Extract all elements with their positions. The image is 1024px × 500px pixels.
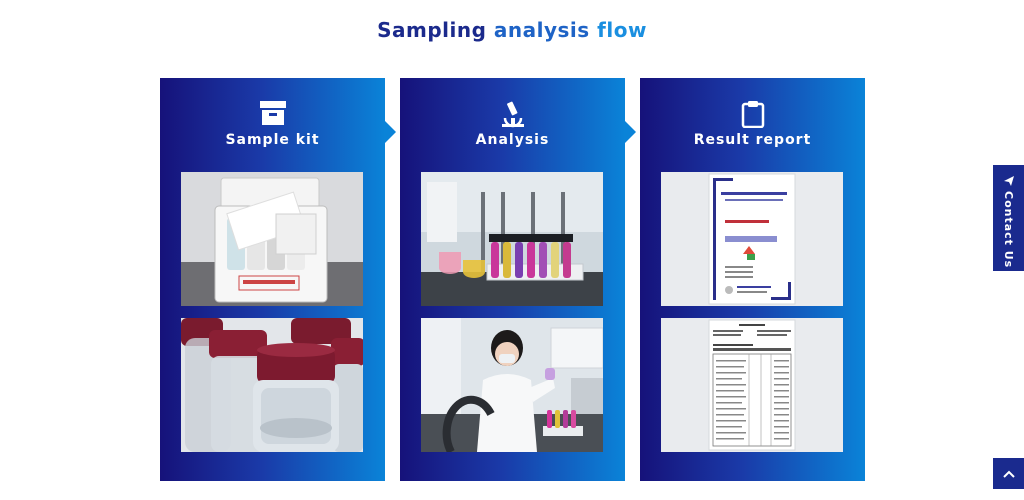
lab-technician-photo xyxy=(421,318,603,452)
flow-card-sample-kit: Sample kit xyxy=(160,78,396,481)
chevron-up-icon xyxy=(1002,470,1015,478)
microscope-icon xyxy=(400,100,625,128)
title-word-3: flow xyxy=(597,18,647,42)
card-label: Analysis xyxy=(475,132,550,148)
contact-us-label: Contact Us xyxy=(1002,191,1015,269)
scroll-top-button[interactable] xyxy=(993,458,1024,489)
flow-arrow-icon xyxy=(385,121,396,143)
flow-card-result-report: Result report xyxy=(640,78,865,481)
sample-bottles-photo xyxy=(181,318,363,452)
page-title: Sampling analysis flow xyxy=(0,18,1024,42)
card-label: Sample kit xyxy=(225,132,320,148)
test-tubes-photo xyxy=(421,172,603,306)
sample-kit-box-photo xyxy=(181,172,363,306)
title-word-2: analysis xyxy=(493,18,590,42)
inspection-report-cover-photo xyxy=(661,172,843,306)
card-label: Result report xyxy=(693,132,812,148)
clipboard-icon xyxy=(640,100,865,128)
test-results-table-photo xyxy=(661,318,843,452)
title-word-1: Sampling xyxy=(377,18,487,42)
flow-card-analysis: Analysis xyxy=(400,78,636,481)
archive-box-icon xyxy=(160,100,385,128)
flow-arrow-icon xyxy=(625,121,636,143)
contact-us-button[interactable]: Contact Us xyxy=(993,165,1024,271)
paper-plane-icon xyxy=(1003,176,1014,186)
